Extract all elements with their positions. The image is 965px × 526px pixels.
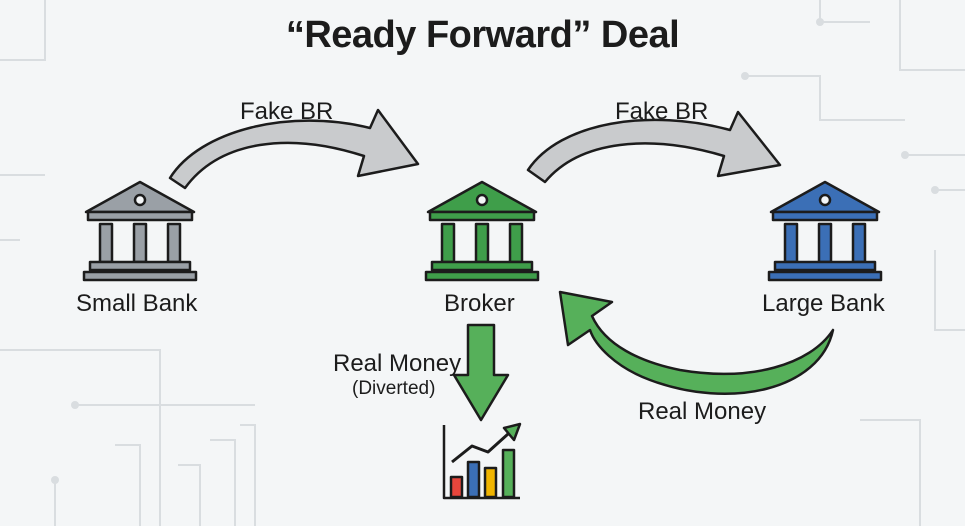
small-bank-label: Small Bank bbox=[76, 290, 198, 317]
real-money-return-arrow bbox=[558, 290, 835, 396]
real-money-diverted-label: Real Money bbox=[333, 350, 462, 377]
bar-chart-growth-icon bbox=[442, 422, 522, 500]
fake-br-arrow-right bbox=[526, 110, 782, 184]
broker-icon bbox=[424, 180, 540, 282]
fake-br-label-2: Fake BR bbox=[615, 98, 709, 125]
diagram-title: “Ready Forward” Deal bbox=[285, 14, 680, 56]
large-bank-icon bbox=[767, 180, 883, 282]
circuit-dots bbox=[51, 18, 939, 484]
broker-label: Broker bbox=[444, 290, 515, 317]
diverted-note: (Diverted) bbox=[352, 378, 436, 399]
real-money-return-label: Real Money bbox=[638, 398, 767, 425]
large-bank-label: Large Bank bbox=[762, 290, 885, 317]
small-bank-icon bbox=[82, 180, 198, 282]
fake-br-arrow-left bbox=[168, 108, 420, 190]
fake-br-label-1: Fake BR bbox=[240, 98, 334, 125]
real-money-diverted-arrow bbox=[452, 323, 510, 422]
